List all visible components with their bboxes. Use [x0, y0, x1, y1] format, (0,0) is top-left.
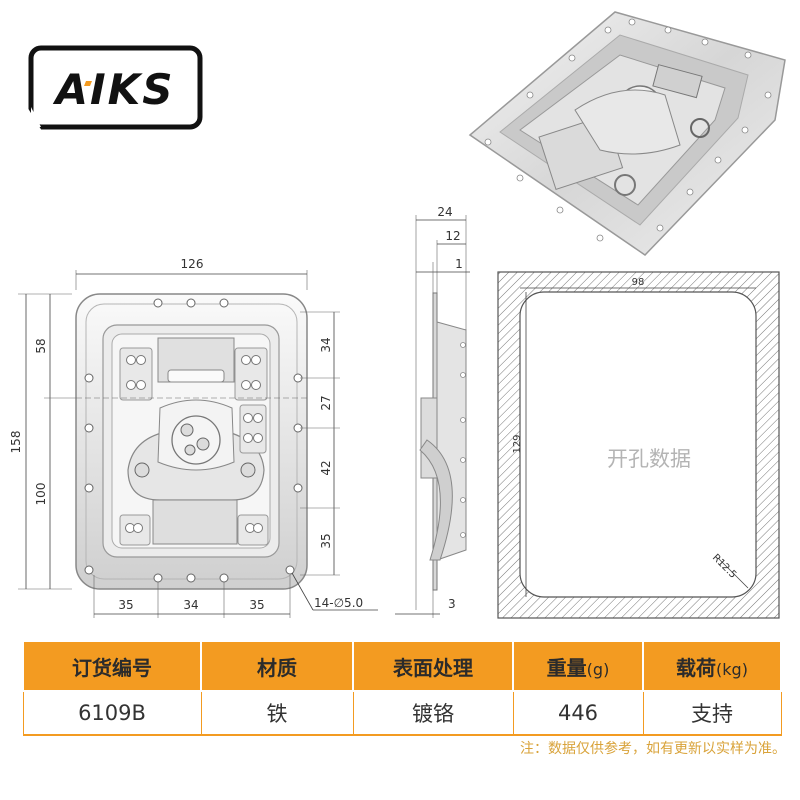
front-dimensions: 126 158 58 100 34 27 42 35 35 34 35	[9, 257, 378, 618]
dim-cutout-height: 129	[512, 434, 523, 453]
logo-text: AIKS	[53, 65, 175, 114]
product-render	[468, 11, 786, 256]
header-order-no: 订货编号	[22, 640, 202, 692]
dim-overall-width: 126	[181, 257, 204, 271]
dim-flange: 1	[455, 257, 463, 271]
dim-holes: 14-∅5.0	[314, 596, 363, 610]
dim-bottom-2: 34	[183, 598, 198, 612]
dim-cutout-width: 98	[632, 277, 645, 288]
dim-depth-total: 24	[437, 205, 452, 219]
cell-order-no: 6109B	[22, 691, 202, 736]
cell-weight: 446	[513, 691, 644, 736]
header-surface: 表面处理	[352, 640, 514, 692]
dim-right-1: 34	[319, 337, 333, 352]
dim-depth-mid: 12	[445, 229, 460, 243]
cutout-view: 98 129 R12.5 开孔数据	[497, 271, 780, 619]
cell-material: 铁	[201, 691, 354, 736]
dim-bottom-1: 35	[118, 598, 133, 612]
dim-overall-height: 158	[9, 431, 23, 454]
technical-drawing: 126 158 58 100 34 27 42 35 35 34 35	[9, 11, 786, 619]
dim-bottom-3: 35	[249, 598, 264, 612]
side-view	[419, 292, 467, 591]
disclaimer-note: 注：数据仅供参考，如有更新以实样为准。	[520, 741, 786, 757]
spec-header-row: 订货编号 材质 表面处理 重量(g) 载荷(kg)	[22, 640, 782, 692]
dim-left-lower: 100	[34, 483, 48, 506]
side-dimensions: 24 12 1 3	[395, 205, 470, 618]
table-row: 6109B 铁 镀铬 446 支持	[22, 691, 782, 736]
header-material: 材质	[200, 640, 354, 692]
cell-surface: 镀铬	[353, 691, 514, 736]
dim-right-2: 27	[319, 395, 333, 410]
dim-left-upper: 58	[34, 338, 48, 353]
front-view	[75, 293, 308, 590]
dim-bottom-depth: 3	[448, 597, 456, 611]
header-weight: 重量(g)	[512, 640, 644, 692]
dim-right-4: 35	[319, 533, 333, 548]
cell-load: 支持	[643, 691, 782, 736]
spec-table: 订货编号 材质 表面处理 重量(g) 载荷(kg) 6109B 铁 镀铬 446…	[22, 640, 782, 736]
cutout-label: 开孔数据	[607, 447, 691, 471]
brand-logo: AIKS	[28, 45, 203, 130]
header-load: 载荷(kg)	[642, 640, 782, 692]
dim-right-3: 42	[319, 460, 333, 475]
